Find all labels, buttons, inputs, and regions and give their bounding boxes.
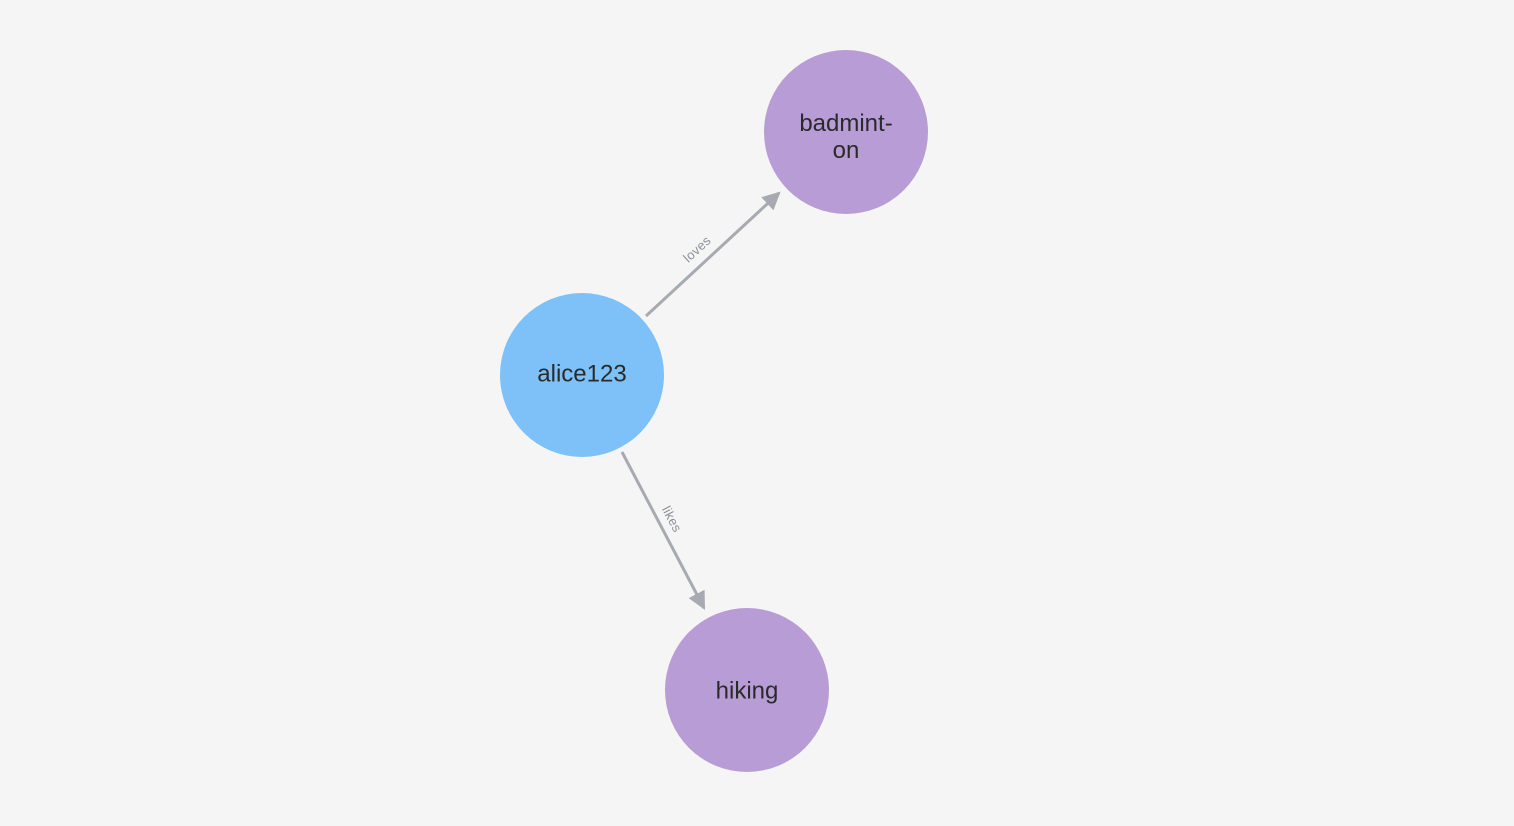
edge-line-loves[interactable] bbox=[644, 191, 781, 318]
edge-alice123-badminton[interactable] bbox=[644, 191, 781, 318]
node-badminton[interactable] bbox=[764, 50, 928, 214]
node-hiking[interactable] bbox=[665, 608, 829, 772]
edge-line-likes[interactable] bbox=[620, 451, 706, 610]
node-alice123[interactable] bbox=[500, 293, 664, 457]
edge-alice123-hiking[interactable] bbox=[620, 451, 706, 610]
